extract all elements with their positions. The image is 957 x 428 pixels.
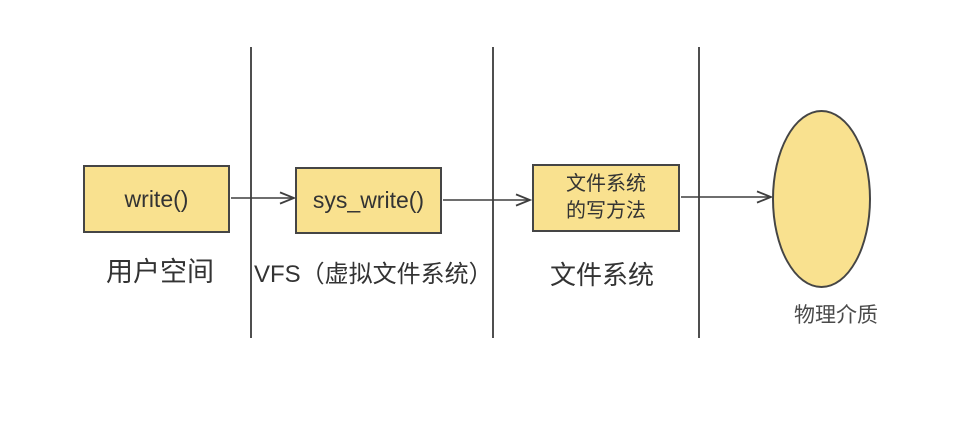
fs-write-method-box: 文件系统 的写方法 (532, 164, 680, 232)
fs-write-method-box-label-line1: 文件系统 (566, 173, 646, 195)
zone-separator-line-2 (492, 47, 494, 338)
fs-write-method-box-label-line2: 的写方法 (566, 200, 646, 222)
zone-label-vfs: VFS（虚拟文件系统） (254, 261, 493, 288)
sys-write-box: sys_write() (295, 167, 442, 234)
write-box: write() (83, 165, 230, 233)
zone-label-file-system: 文件系统 (550, 260, 655, 290)
zone-separator-line-3 (698, 47, 700, 338)
zone-separator-line-1 (250, 47, 252, 338)
sys-write-box-label: sys_write() (312, 187, 425, 213)
write-box-label: write() (124, 185, 189, 212)
zone-label-physical-medium: 物理介质 (794, 304, 878, 327)
physical-medium-ellipse (772, 110, 871, 288)
zone-label-user-space: 用户空间 (106, 257, 214, 287)
